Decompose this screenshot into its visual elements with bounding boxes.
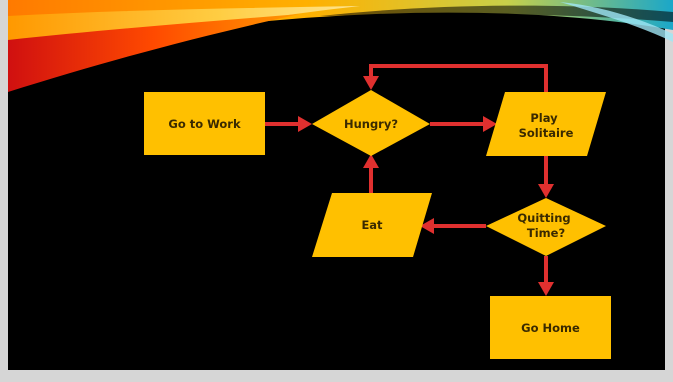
node-go-to-work-label: Go to Work <box>168 117 241 131</box>
node-go-home[interactable]: Go Home <box>490 296 611 359</box>
node-go-home-label: Go Home <box>521 321 580 335</box>
arrow-play-to-quitting <box>538 156 554 198</box>
node-quitting-time-line-1: Quitting <box>517 211 570 225</box>
node-eat-label: Eat <box>361 218 383 232</box>
node-hungry-label: Hungry? <box>344 117 398 131</box>
node-quitting-time-label: Quitting Time? <box>517 211 574 240</box>
node-eat[interactable]: Eat <box>312 193 432 257</box>
node-go-to-work[interactable]: Go to Work <box>144 92 265 155</box>
node-play-solitaire-line-2: Solitaire <box>519 126 574 140</box>
arrow-play-loop-to-hungry <box>363 64 548 92</box>
arrow-hungry-to-play <box>430 116 497 132</box>
node-quitting-time-line-2: Time? <box>527 226 565 240</box>
arrow-work-to-hungry <box>265 116 312 132</box>
arrow-quitting-to-home <box>538 256 554 296</box>
arrow-eat-to-hungry <box>363 154 379 193</box>
node-play-solitaire-label: Play Solitaire <box>519 111 574 140</box>
node-play-solitaire[interactable]: Play Solitaire <box>486 92 606 156</box>
header-swoosh <box>8 0 673 92</box>
arrow-quitting-to-eat <box>420 218 486 234</box>
connectors <box>265 64 554 296</box>
node-hungry[interactable]: Hungry? <box>312 90 430 156</box>
node-quitting-time[interactable]: Quitting Time? <box>486 198 606 256</box>
node-play-solitaire-line-1: Play <box>530 111 558 125</box>
